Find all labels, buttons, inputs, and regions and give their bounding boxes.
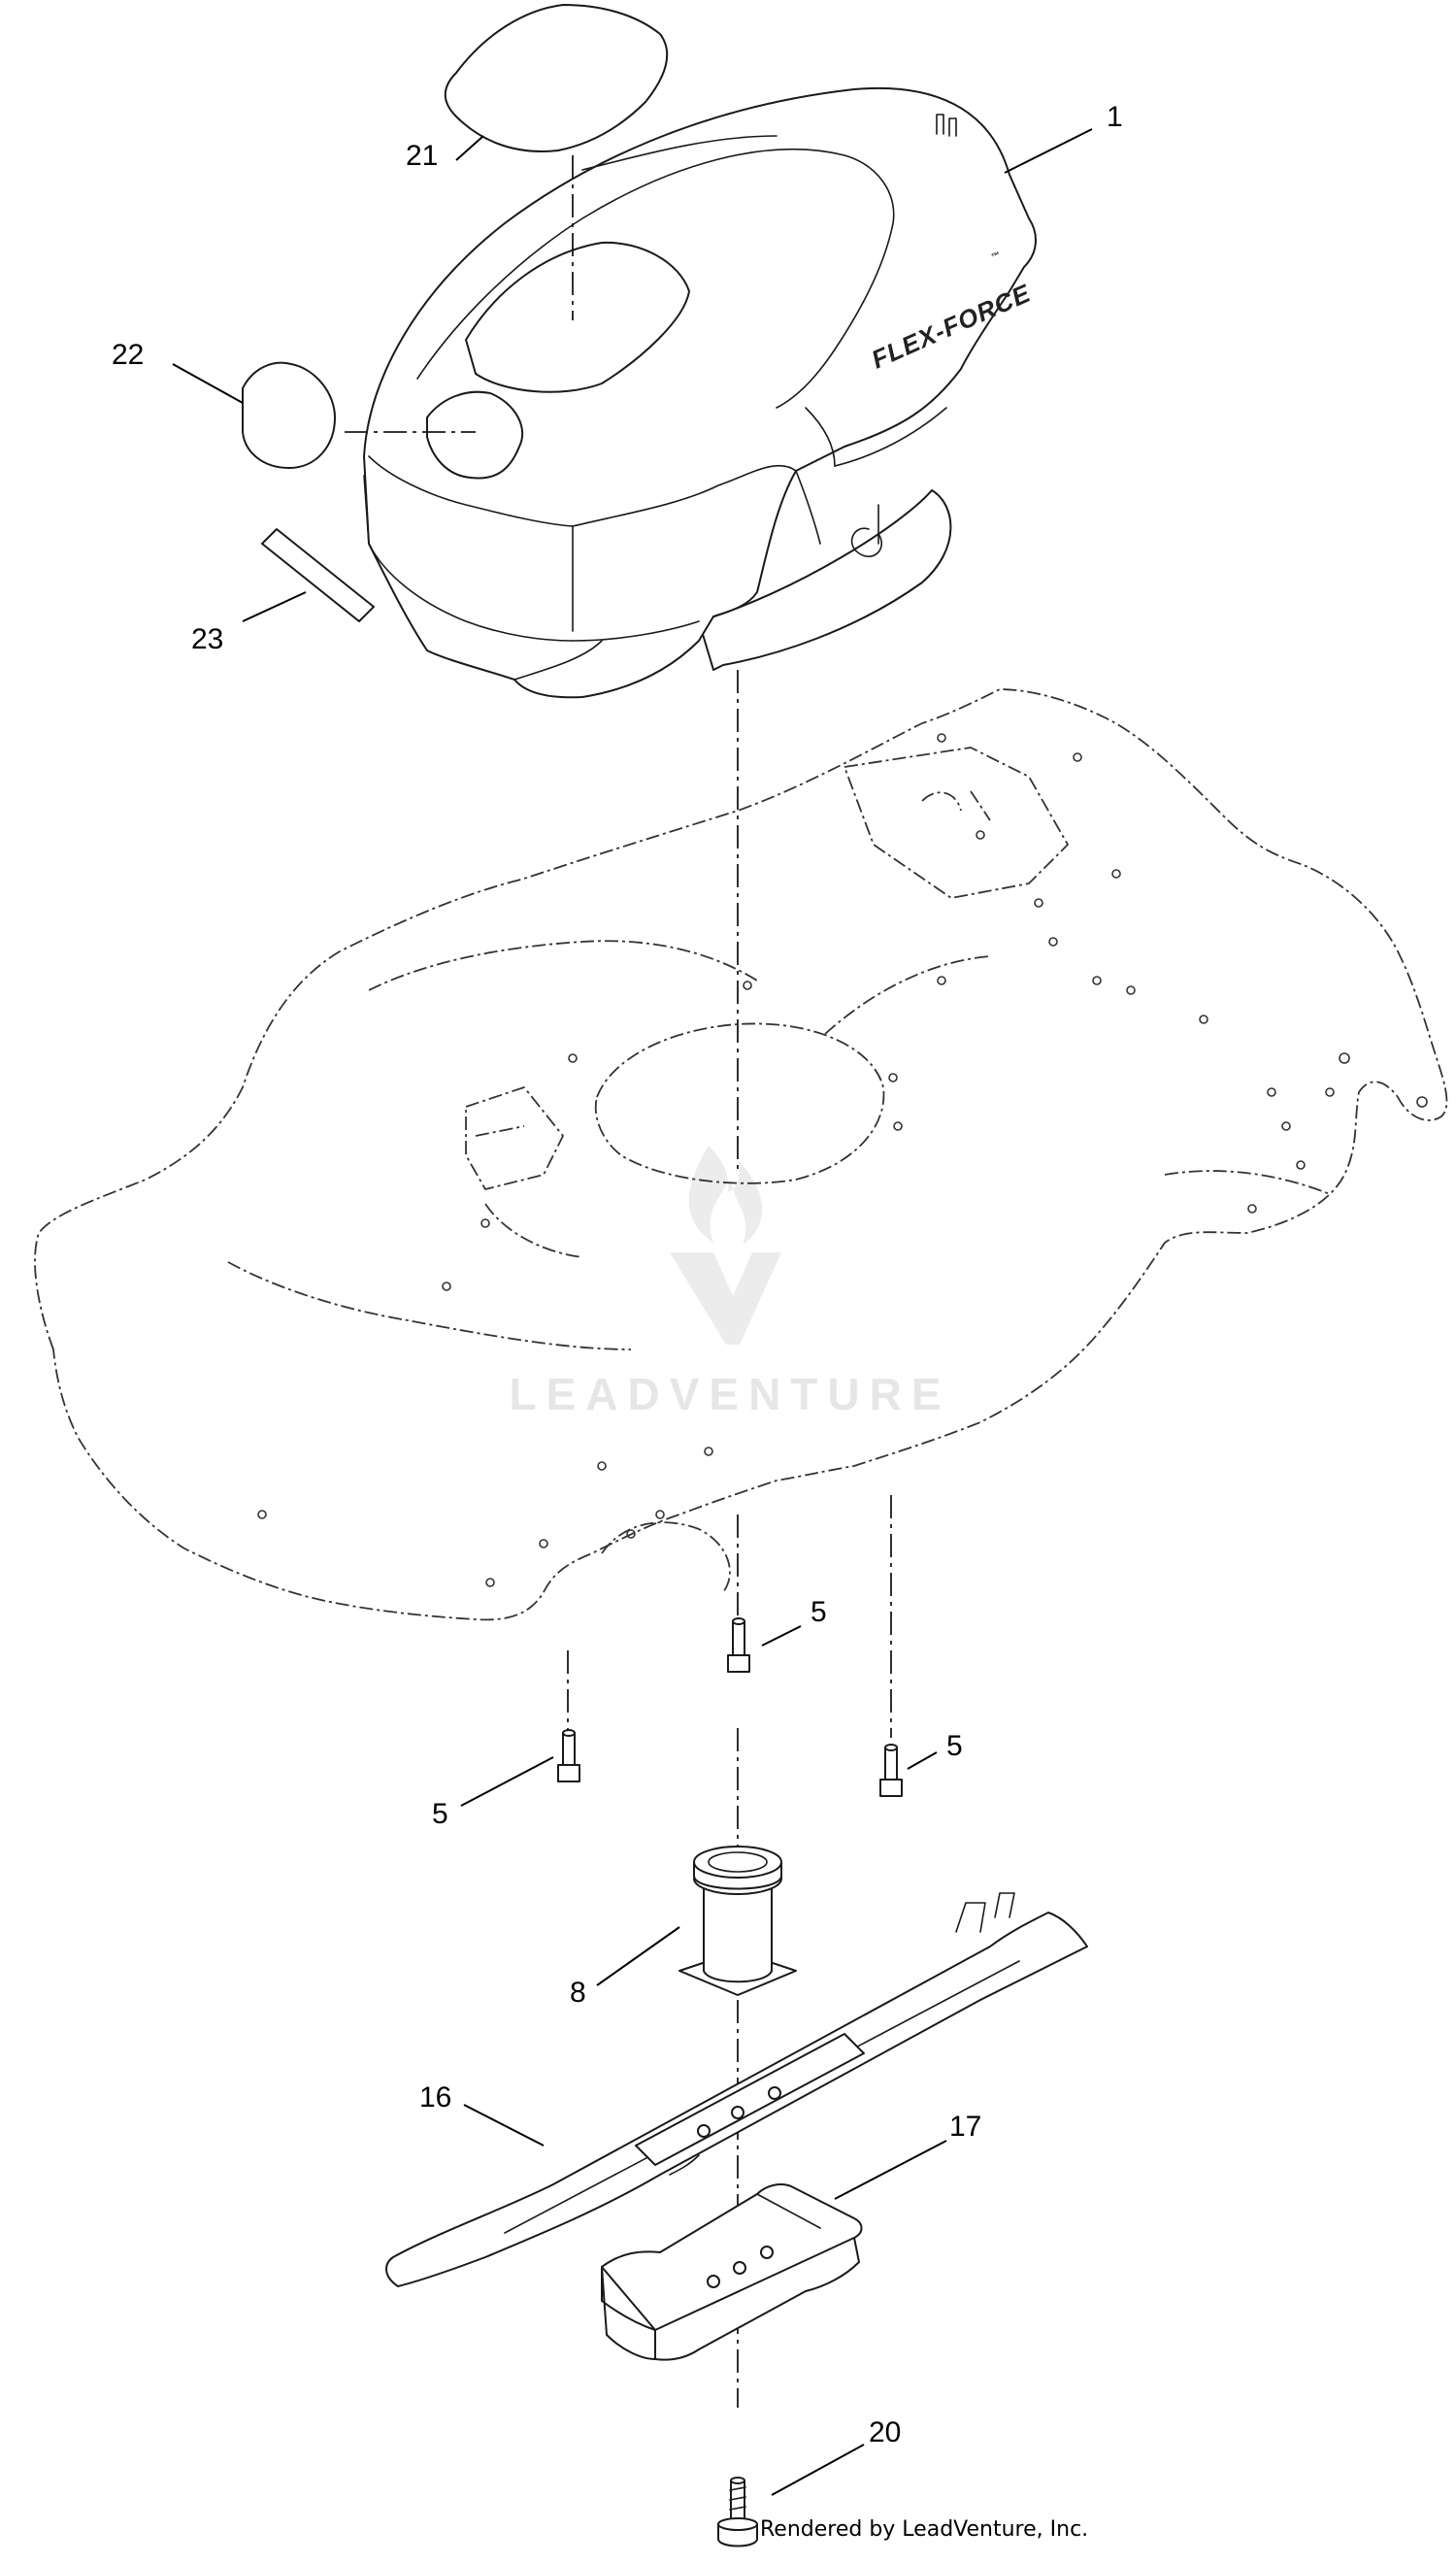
callout-part-5-left: 5 [432, 1798, 448, 1830]
trademark-mark: ™ [990, 250, 1003, 262]
callout-part-8: 8 [570, 1977, 586, 2009]
bolt-part-5-left [557, 1729, 580, 1782]
blade-bolt-part-20 [717, 2477, 758, 2547]
blade-adapter-part-8 [678, 1846, 797, 1996]
callout-part-5-center: 5 [811, 1596, 827, 1628]
callout-labels: 1 21 22 23 5 5 5 8 16 17 20 [112, 101, 1123, 2448]
callout-part-16: 16 [419, 2081, 451, 2114]
watermark-text: LEADVENTURE [509, 1369, 950, 1419]
callout-part-23: 23 [191, 623, 223, 655]
callout-part-17: 17 [949, 2111, 981, 2143]
leadventure-watermark: LEADVENTURE [509, 1146, 950, 1419]
callout-part-1: 1 [1107, 101, 1123, 133]
bolt-part-5-center [727, 1617, 750, 1673]
cutting-deck-phantom [34, 688, 1448, 1621]
decal-top-part-21 [444, 4, 669, 152]
callout-part-5-right: 5 [946, 1730, 963, 1762]
blade-stiffener-part-17 [601, 2183, 863, 2361]
decal-strip-part-23 [261, 528, 375, 622]
engine-shroud-part-1: FLEX-FORCE ™ [363, 86, 1037, 699]
render-credit: Rendered by LeadVenture, Inc. [760, 2517, 1088, 2542]
callout-part-20: 20 [869, 2416, 901, 2448]
callout-part-22: 22 [112, 339, 144, 371]
decal-front-part-22 [242, 361, 336, 469]
bolt-part-5-right [879, 1744, 903, 1797]
leader-lines [172, 128, 1093, 2496]
mower-blade-part-16 [385, 1892, 1088, 2287]
callout-part-21: 21 [406, 140, 438, 172]
